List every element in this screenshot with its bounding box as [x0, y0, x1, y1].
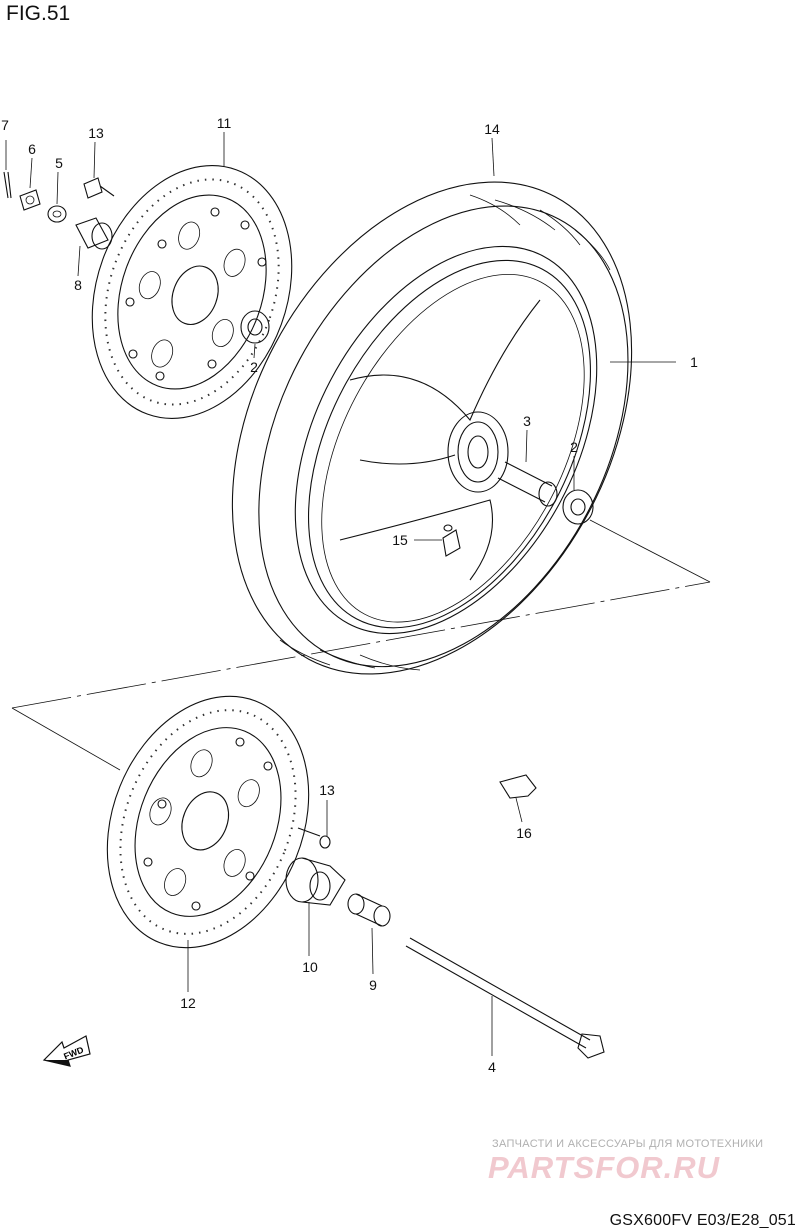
leader-lines: [5, 132, 676, 1056]
spacer: [347, 893, 391, 927]
watermark-logo: PARTSFOR.RU: [488, 1150, 721, 1185]
callout-11: 11: [217, 115, 232, 131]
callout-9: 9: [369, 977, 377, 993]
bearing-right: [562, 489, 594, 525]
cotter-pin: [3, 171, 12, 199]
disc-bolt-bottom: [297, 827, 331, 849]
collar: [75, 217, 113, 250]
callout-12: 12: [180, 995, 196, 1011]
valve: [442, 524, 461, 557]
hub: [447, 411, 509, 493]
callout-10: 10: [302, 959, 318, 975]
callout-15: 15: [392, 532, 408, 548]
balance-clip: [499, 774, 537, 799]
callout-4: 4: [488, 1059, 496, 1075]
brake-disc-top: [91, 165, 293, 419]
wheel-tire-assembly: [231, 181, 633, 675]
fwd-arrow-icon: FWD: [42, 1035, 91, 1067]
callout-8: 8: [74, 277, 82, 293]
watermark-subtitle: ЗАПЧАСТИ И АКСЕССУАРЫ ДЛЯ МОТОТЕХНИКИ: [492, 1138, 764, 1150]
axle-spacer: [497, 461, 558, 507]
castle-nut: [19, 189, 41, 211]
washer: [47, 205, 67, 223]
callout-2-left: 2: [250, 359, 258, 375]
callout-14: 14: [484, 121, 500, 137]
disc-bolt-top: [83, 177, 115, 199]
figure-code: GSX600FV E03/E28_051: [609, 1212, 796, 1229]
callout-7: 7: [1, 117, 9, 133]
callout-1: 1: [690, 354, 698, 370]
callout-13-top: 13: [88, 125, 104, 141]
figure-title: FIG.51: [6, 2, 71, 25]
centerline: [11, 519, 711, 771]
callout-3: 3: [523, 413, 531, 429]
speedometer-gearbox: [285, 857, 346, 906]
callout-6: 6: [28, 141, 36, 157]
axle: [405, 937, 605, 1059]
callout-16: 16: [516, 825, 532, 841]
callout-2-right: 2: [570, 439, 578, 455]
callout-13-bottom: 13: [319, 782, 335, 798]
bearing-left: [240, 310, 270, 344]
callout-5: 5: [55, 155, 63, 171]
callout-labels: 7 6 5 13 8 11 2 14 1 3 2 15 13 16 10 9 1…: [1, 115, 698, 1075]
brake-disc-bottom: [106, 695, 310, 949]
